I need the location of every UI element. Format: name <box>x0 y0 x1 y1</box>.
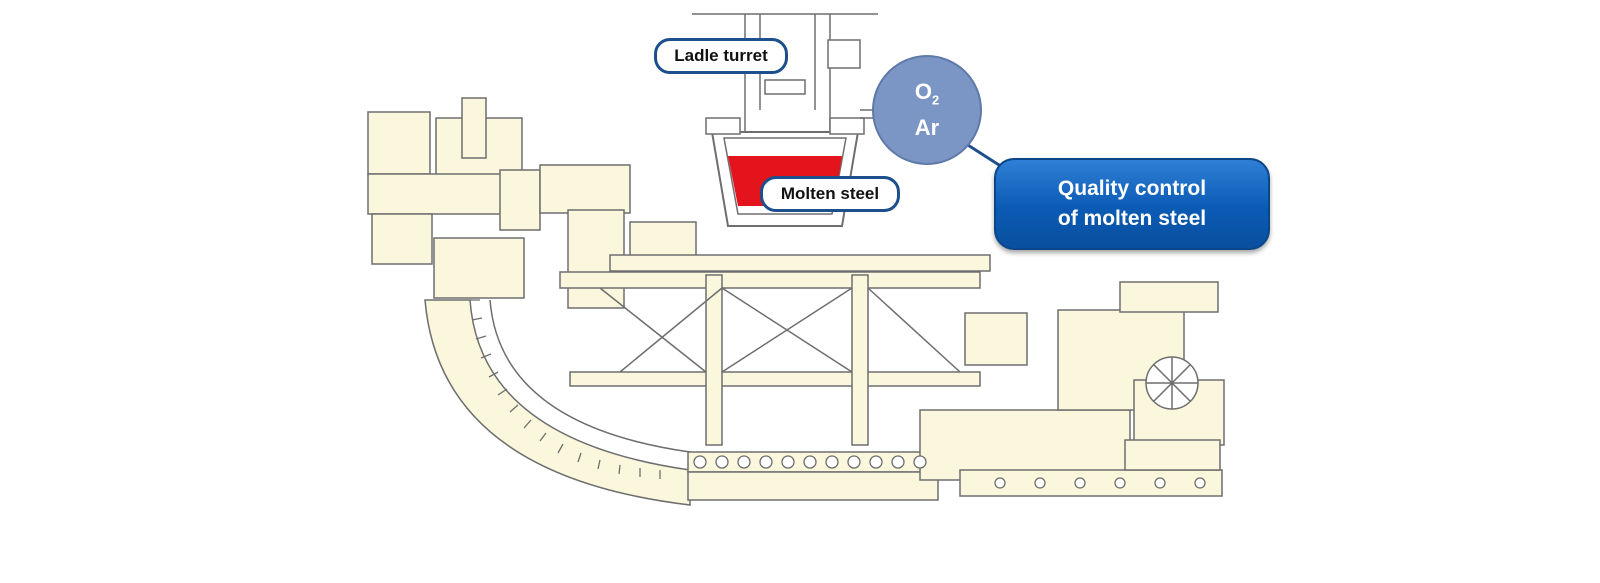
ladle-turret-label: Ladle turret <box>654 38 788 74</box>
left-frame-b <box>499 169 541 231</box>
left-lower-box <box>371 213 433 265</box>
argon-formula: Ar <box>914 115 940 141</box>
oxygen-formula: O2 <box>914 78 940 108</box>
truss-post-b <box>851 274 869 446</box>
upper-platform <box>609 254 991 272</box>
runout-block <box>1124 439 1221 471</box>
drive-unit <box>964 312 1028 366</box>
truss-diagonals <box>599 287 961 373</box>
left-post <box>461 97 487 159</box>
main-girder <box>569 371 981 387</box>
left-tower-block <box>367 111 431 175</box>
gas-injection-bubble: O2 Ar <box>872 55 982 165</box>
quality-control-line2: of molten steel <box>1057 207 1207 230</box>
strand-guide-arc <box>424 299 691 506</box>
quality-control-callout: Quality control of molten steel <box>994 158 1270 250</box>
withdrawal-rollers <box>693 455 1206 489</box>
cutter-housing <box>1119 281 1219 313</box>
guide-roller-teeth <box>470 299 661 479</box>
upper-girder <box>559 271 981 289</box>
strand-inner-line <box>489 299 691 453</box>
straightener-frame <box>919 409 1131 481</box>
left-arm <box>367 173 519 215</box>
left-frame-a <box>433 237 525 299</box>
ladle-turret-text: Ladle turret <box>674 46 768 65</box>
molten-steel-label: Molten steel <box>760 176 900 212</box>
molten-steel-text: Molten steel <box>780 184 880 203</box>
truss-post-a <box>705 274 723 446</box>
quality-control-line1: Quality control <box>1057 177 1207 200</box>
cutter-wheel <box>1145 356 1199 410</box>
tundish-car <box>539 164 631 214</box>
roller-table-base <box>687 471 939 501</box>
